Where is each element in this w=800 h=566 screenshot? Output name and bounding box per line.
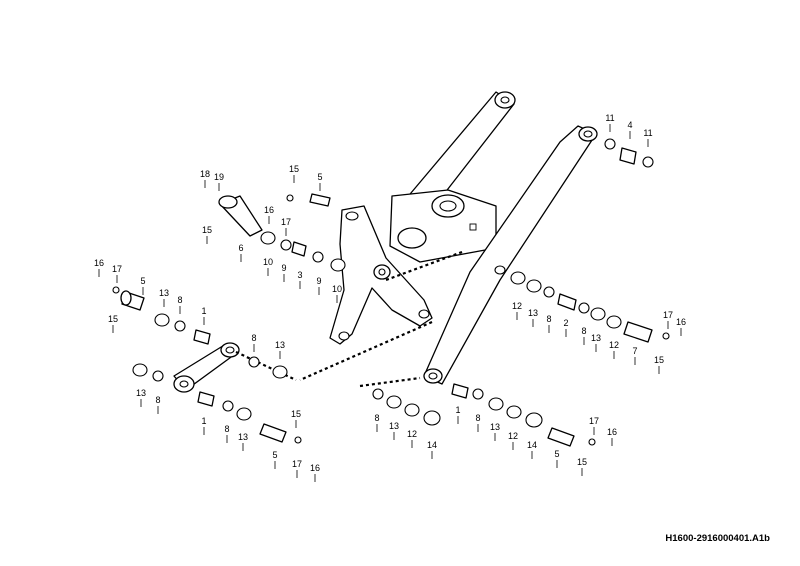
callout-label: 15 [289,164,299,174]
drawing-code: H1600-2916000401.A1b [665,533,770,544]
callout-label: 8 [155,395,160,405]
callout-label: 13 [490,422,500,432]
callout-label: 2 [563,318,568,328]
callout-label: 7 [632,346,637,356]
callout-label: 15 [108,314,118,324]
callout-label: 17 [281,217,291,227]
callout-label: 18 [200,169,210,179]
callout-label: 17 [292,459,302,469]
callout-label: 10 [332,284,342,294]
callout-label: 5 [554,449,559,459]
callout-label: 12 [609,340,619,350]
callout-label: 13 [159,288,169,298]
callout-label: 10 [263,257,273,267]
callout-label: 8 [475,413,480,423]
callout-label: 15 [577,457,587,467]
callout-label: 16 [607,427,617,437]
alignment-lines [299,250,463,388]
callout-label: 16 [676,317,686,327]
callout-label: 13 [275,340,285,350]
callout-label: 13 [238,432,248,442]
callout-label: 16 [94,258,104,268]
callout-label: 8 [224,424,229,434]
callout-label: 17 [663,310,673,320]
callout-label: 9 [316,276,321,286]
callout-label: 14 [427,440,437,450]
callout-label: 12 [508,431,518,441]
callout-label: 4 [627,120,632,130]
callout-label: 1 [201,306,206,316]
callout-label: 8 [581,326,586,336]
callout-label: 17 [589,416,599,426]
callout-label: 5 [272,450,277,460]
callout-label: 8 [177,295,182,305]
callout-label: 15 [291,409,301,419]
callout-label: 16 [264,205,274,215]
hardware-parts [112,138,670,447]
callout-label: 1 [455,405,460,415]
callout-label: 12 [407,429,417,439]
callout-label: 15 [654,355,664,365]
callout-label: 13 [528,308,538,318]
callout-label: 14 [527,440,537,450]
callout-label: 13 [136,388,146,398]
callout-label: 15 [202,225,212,235]
boom-assembly [329,91,598,385]
callout-label: 8 [251,333,256,343]
callout-label: 16 [310,463,320,473]
callout-label: 6 [238,243,243,253]
callout-label: 8 [374,413,379,423]
callout-label: 3 [297,270,302,280]
callout-label: 11 [643,128,652,138]
callout-label: 1 [201,416,206,426]
callout-label: 9 [281,263,286,273]
callout-label: 19 [214,172,224,182]
callout-label: 13 [389,421,399,431]
callout-label: 5 [140,276,145,286]
callout-label: 13 [591,333,601,343]
callout-label: 12 [512,301,522,311]
callout-label: 5 [317,172,322,182]
callout-label: 8 [546,314,551,324]
callout-label: 17 [112,264,122,274]
callout-label: 11 [605,113,614,123]
